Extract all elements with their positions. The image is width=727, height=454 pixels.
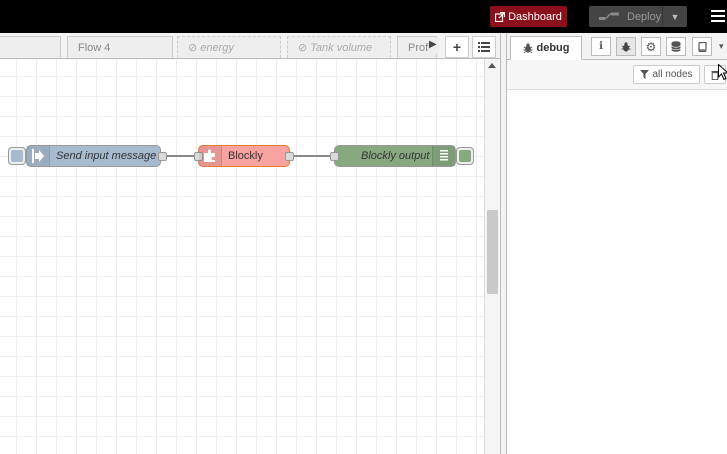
blockly-node-icon-area <box>199 146 222 166</box>
bug-icon <box>523 43 532 53</box>
info-icon: i <box>599 41 603 52</box>
inject-node[interactable]: Send input message <box>26 145 167 167</box>
debug-node-label: Blockly output <box>361 150 430 162</box>
disabled-icon: ⊘ <box>188 42 198 54</box>
info-tab-button[interactable]: i <box>591 37 611 56</box>
tab-scroll-right[interactable]: ▶ <box>429 38 439 54</box>
sidebar-more-caret[interactable]: ▾ <box>719 41 724 52</box>
hamburger-icon-bar <box>711 15 725 17</box>
inject-button-fill <box>11 150 23 162</box>
tab-tank-volume[interactable]: ⊘ Tank volume <box>287 36 391 58</box>
blockly-node-label: Blockly <box>228 150 263 162</box>
filter-label: all nodes <box>652 69 693 80</box>
database-icon <box>671 41 681 52</box>
debug-node[interactable]: Blockly output <box>330 145 456 167</box>
deploy-label: Deploy <box>627 10 662 23</box>
caret-right-icon: ▶ <box>429 39 437 50</box>
tab-flow-4[interactable]: Flow 4 <box>67 36 173 58</box>
main-menu-button[interactable] <box>711 10 725 23</box>
list-lines-icon <box>440 150 448 161</box>
debug-tab-button[interactable] <box>616 37 636 56</box>
workspace-tabbar: Flow 4 ⊘ energy ⊘ Tank volume Profi ▶ + <box>0 33 500 59</box>
scroll-up-arrow-icon[interactable] <box>488 63 496 68</box>
tab-label: Profi <box>408 41 431 54</box>
debug-toolbar: all nodes <box>507 60 727 90</box>
wire <box>288 155 336 157</box>
deploy-main[interactable]: Deploy <box>589 6 663 27</box>
debug-toggle-button[interactable] <box>456 147 474 165</box>
list-flows-button[interactable] <box>472 36 496 58</box>
context-tab-button[interactable] <box>666 37 686 56</box>
scrollbar-thumb[interactable] <box>487 210 498 294</box>
debug-messages-panel <box>507 90 727 454</box>
bug-icon <box>621 41 631 51</box>
debug-node-icon-area <box>432 146 455 166</box>
sidebar-tab-debug[interactable]: debug <box>510 36 582 60</box>
hamburger-icon-bar <box>711 10 725 12</box>
inject-trigger-button[interactable] <box>8 147 26 165</box>
flow-canvas[interactable]: Send input message Blockly Blockly outpu… <box>0 59 484 454</box>
plus-icon: + <box>452 39 462 55</box>
gear-icon: ⚙ <box>645 39 657 54</box>
add-flow-button[interactable]: + <box>445 36 469 58</box>
tab-profi[interactable]: Profi <box>397 36 437 58</box>
output-port[interactable] <box>158 152 167 161</box>
header-bar: Dashboard Deploy ▼ <box>0 0 727 33</box>
inject-node-label: Send input message <box>56 150 157 162</box>
dashboard-label: Dashboard <box>508 10 562 23</box>
filter-icon <box>640 70 650 79</box>
tab-previous[interactable] <box>0 36 61 58</box>
deploy-icon <box>599 12 619 20</box>
disabled-icon: ⊘ <box>298 42 308 54</box>
sidebar-splitter[interactable] <box>500 33 507 454</box>
list-icon <box>478 42 490 52</box>
canvas-vertical-scrollbar[interactable] <box>484 59 500 454</box>
tab-label: energy <box>200 41 234 54</box>
filter-nodes-button[interactable]: all nodes <box>633 65 700 84</box>
book-icon <box>698 41 707 52</box>
trash-icon <box>711 71 719 80</box>
puzzle-icon <box>204 149 215 162</box>
output-port[interactable] <box>285 152 294 161</box>
caret-down-icon: ▼ <box>670 11 680 22</box>
tab-label: Tank volume <box>310 41 373 54</box>
help-tab-button[interactable] <box>692 37 712 56</box>
wire <box>161 155 200 157</box>
mouse-cursor-icon <box>718 64 727 81</box>
deploy-button[interactable]: Deploy ▼ <box>589 6 687 27</box>
arrow-in-icon <box>32 149 44 163</box>
tab-label: Flow 4 <box>78 41 111 54</box>
tab-energy[interactable]: ⊘ energy <box>177 36 281 58</box>
blockly-node[interactable]: Blockly <box>194 145 294 167</box>
external-link-icon <box>495 11 506 22</box>
dashboard-button[interactable]: Dashboard <box>490 6 567 27</box>
config-tab-button[interactable]: ⚙ <box>641 37 661 56</box>
debug-toggle-fill <box>459 150 471 162</box>
input-port[interactable] <box>330 152 339 161</box>
deploy-options-button[interactable]: ▼ <box>663 12 687 22</box>
hamburger-icon-bar <box>711 20 725 22</box>
sidebar-tab-label: debug <box>536 42 570 54</box>
input-port[interactable] <box>194 152 203 161</box>
sidebar-tabbar: debug i ⚙ ▾ <box>507 33 727 60</box>
caret-down-icon: ▾ <box>719 41 724 51</box>
inject-node-icon-area <box>27 146 50 166</box>
